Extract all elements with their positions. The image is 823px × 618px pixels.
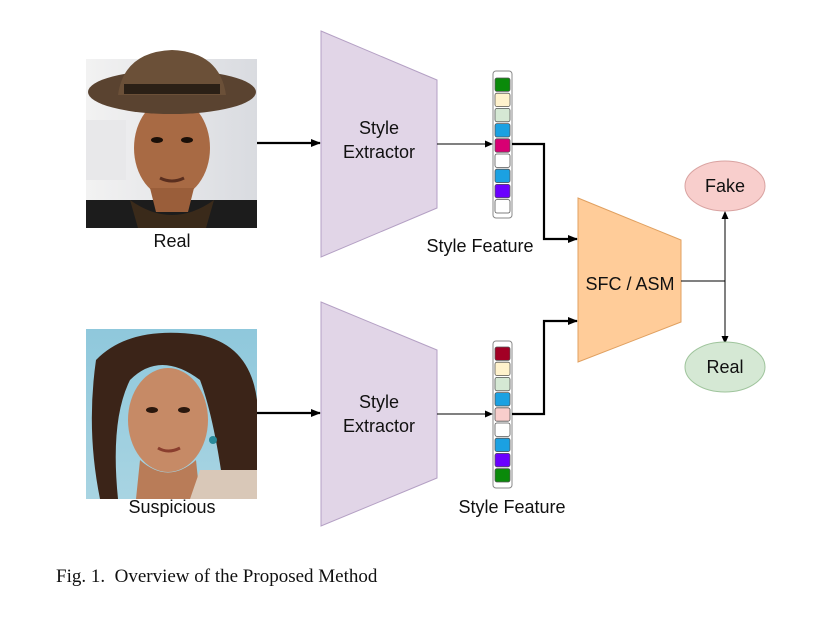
suspicious-face-image xyxy=(86,329,257,499)
feature-cell xyxy=(494,77,511,92)
top-style-feature-label: Style Feature xyxy=(426,236,533,256)
fake-output-node xyxy=(684,160,766,212)
top-style-feature-vector xyxy=(492,70,513,219)
top-feature-to-classifier-arrow xyxy=(512,142,578,243)
top-extractor-label-line1: Style xyxy=(359,118,399,138)
bottom-feature-to-classifier-arrow xyxy=(512,317,578,416)
bottom-extractor-label-line2: Extractor xyxy=(343,416,415,436)
feature-cell xyxy=(494,183,511,199)
real-output-label: Real xyxy=(706,357,743,377)
feature-cell xyxy=(494,407,511,422)
feature-cell xyxy=(494,468,511,483)
feature-cell xyxy=(494,376,511,392)
bottom-style-extractor-block xyxy=(320,301,438,527)
feature-cell xyxy=(494,153,511,168)
feature-cell xyxy=(494,452,511,468)
suspicious-input-label: Suspicious xyxy=(128,497,215,517)
sfc-asm-classifier-block xyxy=(577,197,682,363)
classifier-label: SFC / ASM xyxy=(585,274,674,294)
real-face-image xyxy=(86,50,257,228)
figure-caption: Fig. 1. Overview of the Proposed Method xyxy=(56,566,378,587)
real-output-node xyxy=(684,341,766,393)
fake-output-label: Fake xyxy=(705,176,745,196)
feature-cell xyxy=(494,422,511,437)
bottom-style-feature-label: Style Feature xyxy=(458,497,565,517)
top-style-extractor-block xyxy=(320,30,438,258)
feature-cell xyxy=(494,199,511,214)
feature-cell xyxy=(494,168,511,183)
bottom-extractor-label-line1: Style xyxy=(359,392,399,412)
bottom-style-feature-vector xyxy=(492,340,513,489)
feature-cell xyxy=(494,123,511,138)
feature-cell xyxy=(494,92,511,107)
real-input-label: Real xyxy=(153,231,190,251)
feature-cell xyxy=(494,346,511,361)
feature-cell xyxy=(494,437,511,453)
feature-cell xyxy=(494,108,511,123)
feature-cell xyxy=(494,392,511,407)
feature-cell xyxy=(494,138,511,153)
top-extractor-label-line2: Extractor xyxy=(343,142,415,162)
feature-cell xyxy=(494,361,511,377)
